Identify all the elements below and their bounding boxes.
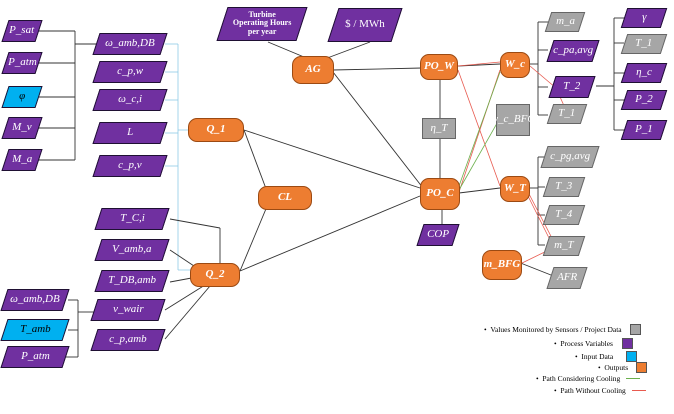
legend-sensor-swatch [629,324,641,335]
node-p-sat: P_sat [1,20,43,42]
node-t1-sensor: T_1 [546,104,588,124]
legend-input-swatch [626,351,638,362]
node-p1: P_1 [620,120,668,140]
node-wt: W_T [500,176,530,202]
node-m-t: m_T [542,236,586,256]
node-l: L [92,122,168,144]
node-m-a-sensor: m_a [544,12,586,32]
node-eta-t: η_T [422,118,456,139]
legend-no-cooling-line [631,390,646,391]
node-p2: P_2 [620,90,668,110]
legend-cooling: • Path Considering Cooling [536,374,641,383]
node-t-amb: T_amb [0,319,70,341]
node-p-atm: P_atm [1,52,43,74]
node-t-db-amb: T_DB,amb [94,270,170,292]
node-phi: φ [1,86,43,108]
node-poc: PO_C [420,178,460,210]
node-cp-w: c_p,w [92,61,168,83]
legend-cooling-line [626,378,641,379]
node-ag: AG [292,56,334,84]
legend-outputs: • Outputs [598,362,648,373]
node-omega-ci: ω_c,i [92,89,168,111]
node-p-atm-bottom: P_atm [0,346,70,368]
node-cp-amb: c_p,amb [90,329,166,351]
node-q2: Q_2 [190,263,240,287]
legend-no-cooling: • Path Without Cooling [554,386,646,395]
node-cop: COP [416,224,460,246]
node-m-v: M_v [1,117,43,139]
node-wc-bfg: w_c_BFG [491,104,535,136]
node-cpg-avg: c_pg,avg [540,146,600,168]
legend-sensors: • Values Monitored by Sensors / Project … [484,324,641,335]
node-t4: T_4 [542,205,586,225]
node-v-wair: v_wair [90,299,166,321]
node-wc: W_c [500,52,530,78]
node-pow: PO_W [420,54,458,80]
node-m-a: M_a [1,149,43,171]
node-q1: Q_1 [188,118,244,142]
legend-output-swatch [636,362,648,373]
node-cpa-avg: c_pa,avg [546,40,600,62]
node-cl: CL [258,186,312,210]
node-cp-v: c_p,v [92,155,168,177]
node-afr: AFR [546,267,588,289]
legend-input: • Input Data [575,351,638,362]
node-omega-amb-db-bottom: ω_amb,DB [0,289,70,311]
node-eta-c: η_c [620,63,668,83]
node-gamma: γ [620,8,668,28]
node-omega-amb-db: ω_amb,DB [92,33,168,55]
node-t2: T_2 [548,76,596,98]
node-t-ci: T_C,i [94,208,170,230]
legend-process-swatch [621,338,633,349]
legend-process: • Process Variables [554,338,633,349]
node-turbine-hours: Turbine Operating Hours per year [216,7,308,41]
node-m-bfg: m_BFG [482,250,522,280]
node-price: $ / MWh [327,8,403,42]
node-t3: T_3 [542,177,586,197]
node-t1-right: T_1 [620,34,668,54]
node-v-amb-a: V_amb,a [94,239,170,261]
